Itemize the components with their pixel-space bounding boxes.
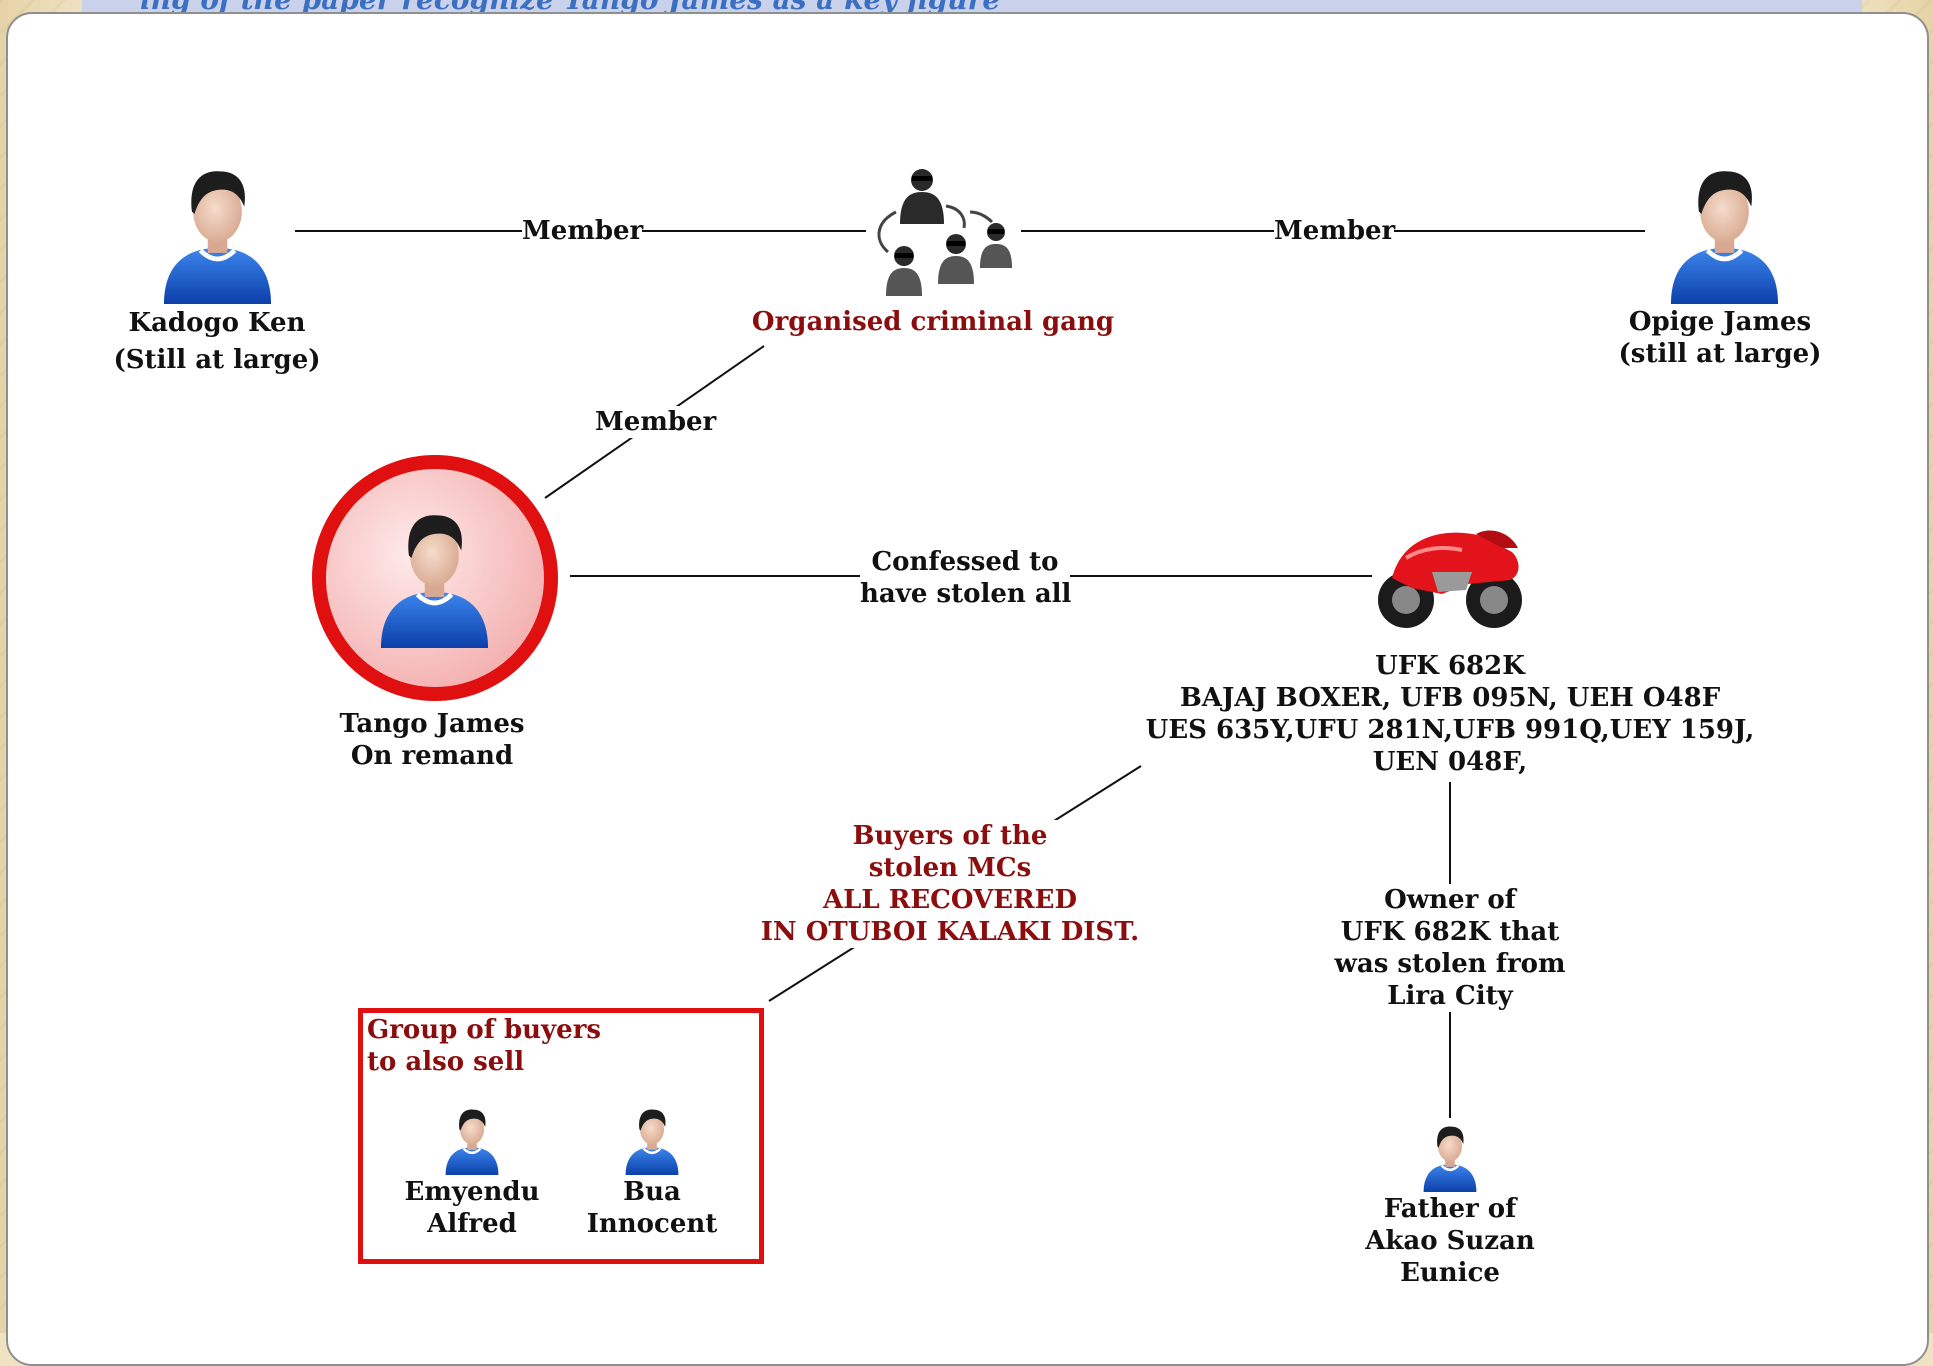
kadogo-ken-name: Kadogo Ken: [128, 308, 306, 338]
father-line2: Akao Suzan: [1365, 1226, 1535, 1256]
father-line1: Father of: [1383, 1194, 1517, 1224]
opige-james-status: (still at large): [1618, 339, 1822, 369]
link-label-buyers-3: ALL RECOVERED: [770, 884, 1130, 916]
father-line3: Eunice: [1400, 1258, 1500, 1288]
link-label-confessed-2: have stolen all: [860, 578, 1072, 610]
link-label-owner-3: was stolen from: [1330, 948, 1570, 980]
bua-innocent-line2: Innocent: [586, 1209, 718, 1239]
link-label-opige-gang: Member: [1274, 215, 1396, 247]
person-icon-emyendu-alfred: [442, 1103, 502, 1175]
link-label-tango-gang: Member: [595, 406, 717, 438]
mc-plates-line1: UFK 682K: [1375, 651, 1525, 681]
link-label-owner-1: Owner of: [1340, 884, 1560, 916]
mc-plates-line3: UES 635Y,UFU 281N,UFB 991Q,UEY 159J,: [1145, 715, 1755, 745]
person-icon-tango-james: [372, 502, 497, 648]
emyendu-alfred-line2: Alfred: [427, 1209, 517, 1239]
mc-plates-line4: UEN 048F,: [1372, 747, 1528, 777]
kadogo-ken-status: (Still at large): [113, 345, 321, 375]
person-icon-opige-james: [1662, 158, 1787, 304]
opige-james-name: Opige James: [1628, 307, 1812, 337]
link-label-owner-4: Lira City: [1340, 980, 1560, 1012]
link-label-confessed-1: Confessed to: [860, 546, 1070, 578]
link-label-buyers-2: stolen MCs: [800, 852, 1100, 884]
buyers-group-title-1: Group of buyers: [367, 1015, 602, 1045]
top-banner: ing of the paper recognize Tango James a…: [82, 0, 1862, 15]
diagram-canvas: [6, 12, 1929, 1366]
gang-label: Organised criminal gang: [751, 307, 1115, 337]
tango-james-status: On remand: [350, 741, 514, 771]
person-icon-bua-innocent: [622, 1103, 682, 1175]
emyendu-alfred-line1: Emyendu: [404, 1177, 540, 1207]
buyers-group-box: [358, 1008, 764, 1264]
bua-innocent-line1: Bua: [623, 1177, 681, 1207]
tango-james-name: Tango James: [339, 709, 525, 739]
buyers-group-title-2: to also sell: [367, 1047, 525, 1077]
link-label-buyers-4: IN OTUBOI KALAKI DIST.: [760, 916, 1140, 948]
link-label-owner-2: UFK 682K that: [1340, 916, 1560, 948]
top-banner-text: ing of the paper recognize Tango James a…: [140, 0, 1000, 14]
link-label-buyers-1: Buyers of the: [800, 820, 1100, 852]
motorcycle-icon: [1378, 530, 1522, 628]
gang-group-icon: [877, 169, 1012, 296]
mc-plates-line2: BAJAJ BOXER, UFB 095N, UEH O48F: [1179, 683, 1721, 713]
person-icon-father: [1420, 1120, 1480, 1192]
person-icon-kadogo-ken: [155, 158, 280, 304]
link-label-ken-gang: Member: [522, 215, 644, 247]
